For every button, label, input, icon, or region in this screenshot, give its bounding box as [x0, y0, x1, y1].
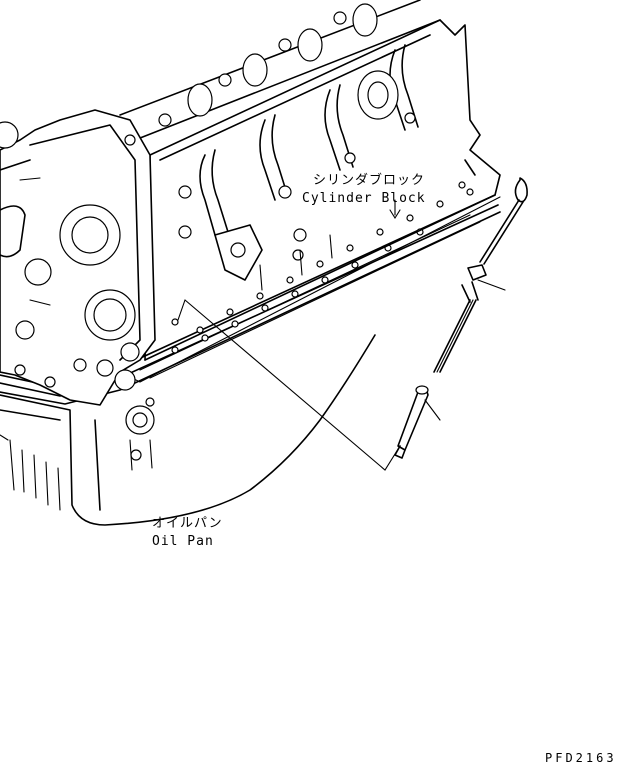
drawing-code: PFD2163 — [545, 751, 617, 765]
dipstick-assembly — [394, 177, 528, 459]
front-cover — [0, 109, 156, 406]
oil-pan-label-en: Oil Pan — [152, 534, 214, 549]
leader-lines — [177, 199, 506, 471]
dipstick-cap — [467, 264, 487, 281]
cylinder-block — [119, 0, 501, 361]
oil-pan-label-jp: オイルパン — [152, 516, 223, 531]
cylinder-block-label-jp: シリンダブロック — [313, 172, 425, 188]
oil-pan — [0, 334, 376, 526]
cylinder-block-label-en: Cylinder Block — [302, 191, 426, 206]
dipstick-handle — [514, 177, 528, 203]
dipstick-guide-tube — [397, 387, 429, 451]
